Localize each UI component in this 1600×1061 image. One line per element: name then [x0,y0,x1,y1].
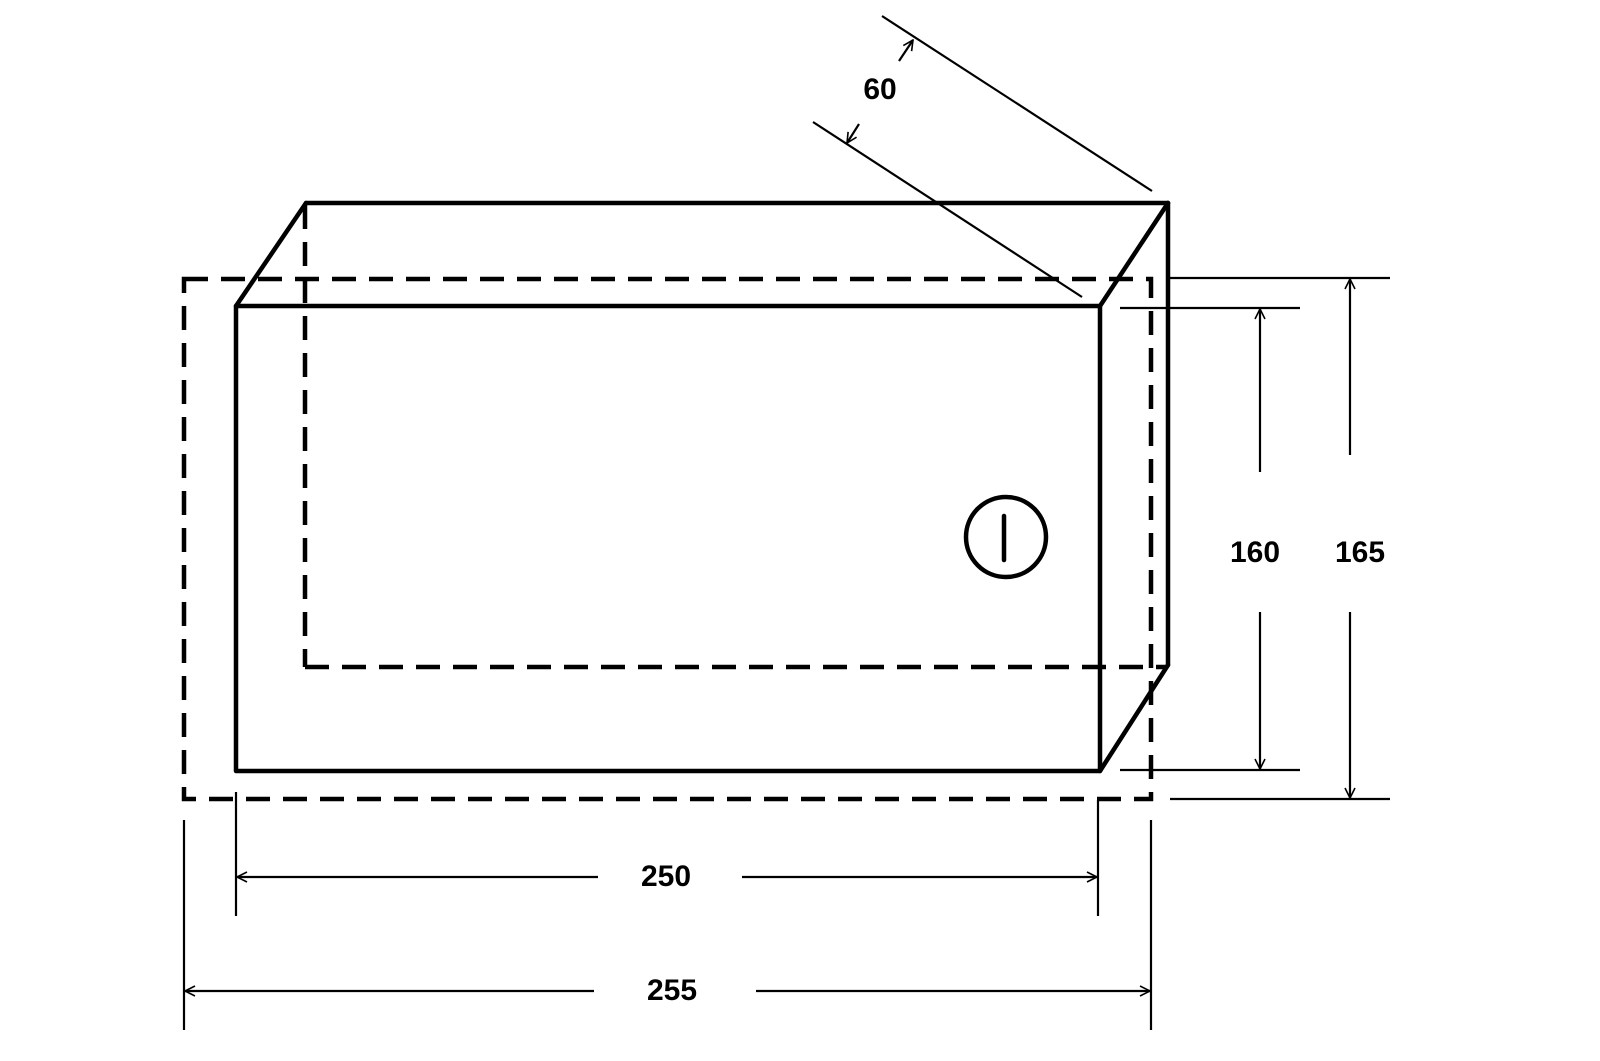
depth-extension-line-front [812,121,1083,298]
lock-icon [963,494,1049,580]
outer-height-dimension-label: 165 [1335,536,1385,569]
inner-height-dimension-label: 160 [1230,536,1280,569]
inner-width-dimension-label: 250 [641,860,691,893]
depth-arrow-lower [847,123,860,143]
top-right-diagonal-edge [1097,200,1171,309]
bottom-right-diagonal-edge [1097,662,1171,774]
depth-dimension-label: 60 [863,73,896,106]
depth-extension-line-back [881,15,1153,192]
top-left-diagonal-edge [233,200,309,309]
outer-width-dimension-label: 255 [647,974,697,1007]
depth-arrow-upper [898,40,913,62]
outer-dashed-outline [181,276,1154,802]
front-face [233,303,1103,774]
